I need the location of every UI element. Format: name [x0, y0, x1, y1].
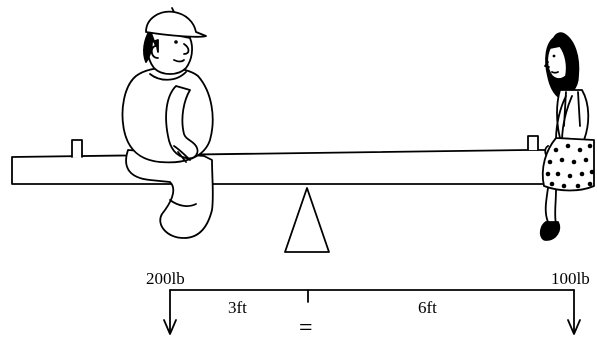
left-weight-arrow — [163, 289, 177, 335]
girl-figure — [539, 32, 595, 241]
right-weight-arrow — [567, 289, 581, 335]
left-weight-label: 200lb — [146, 269, 185, 288]
right-handle — [527, 135, 539, 151]
right-distance-label: 6ft — [418, 298, 437, 317]
man-figure — [121, 7, 214, 239]
left-handle — [71, 139, 83, 158]
balance-equals-sign: = — [299, 315, 313, 341]
right-weight-label: 100lb — [551, 269, 590, 288]
seesaw-plank — [11, 149, 593, 185]
left-distance-label: 3ft — [228, 298, 247, 317]
fulcrum-triangle — [284, 187, 330, 253]
skirt-dots — [545, 143, 595, 189]
